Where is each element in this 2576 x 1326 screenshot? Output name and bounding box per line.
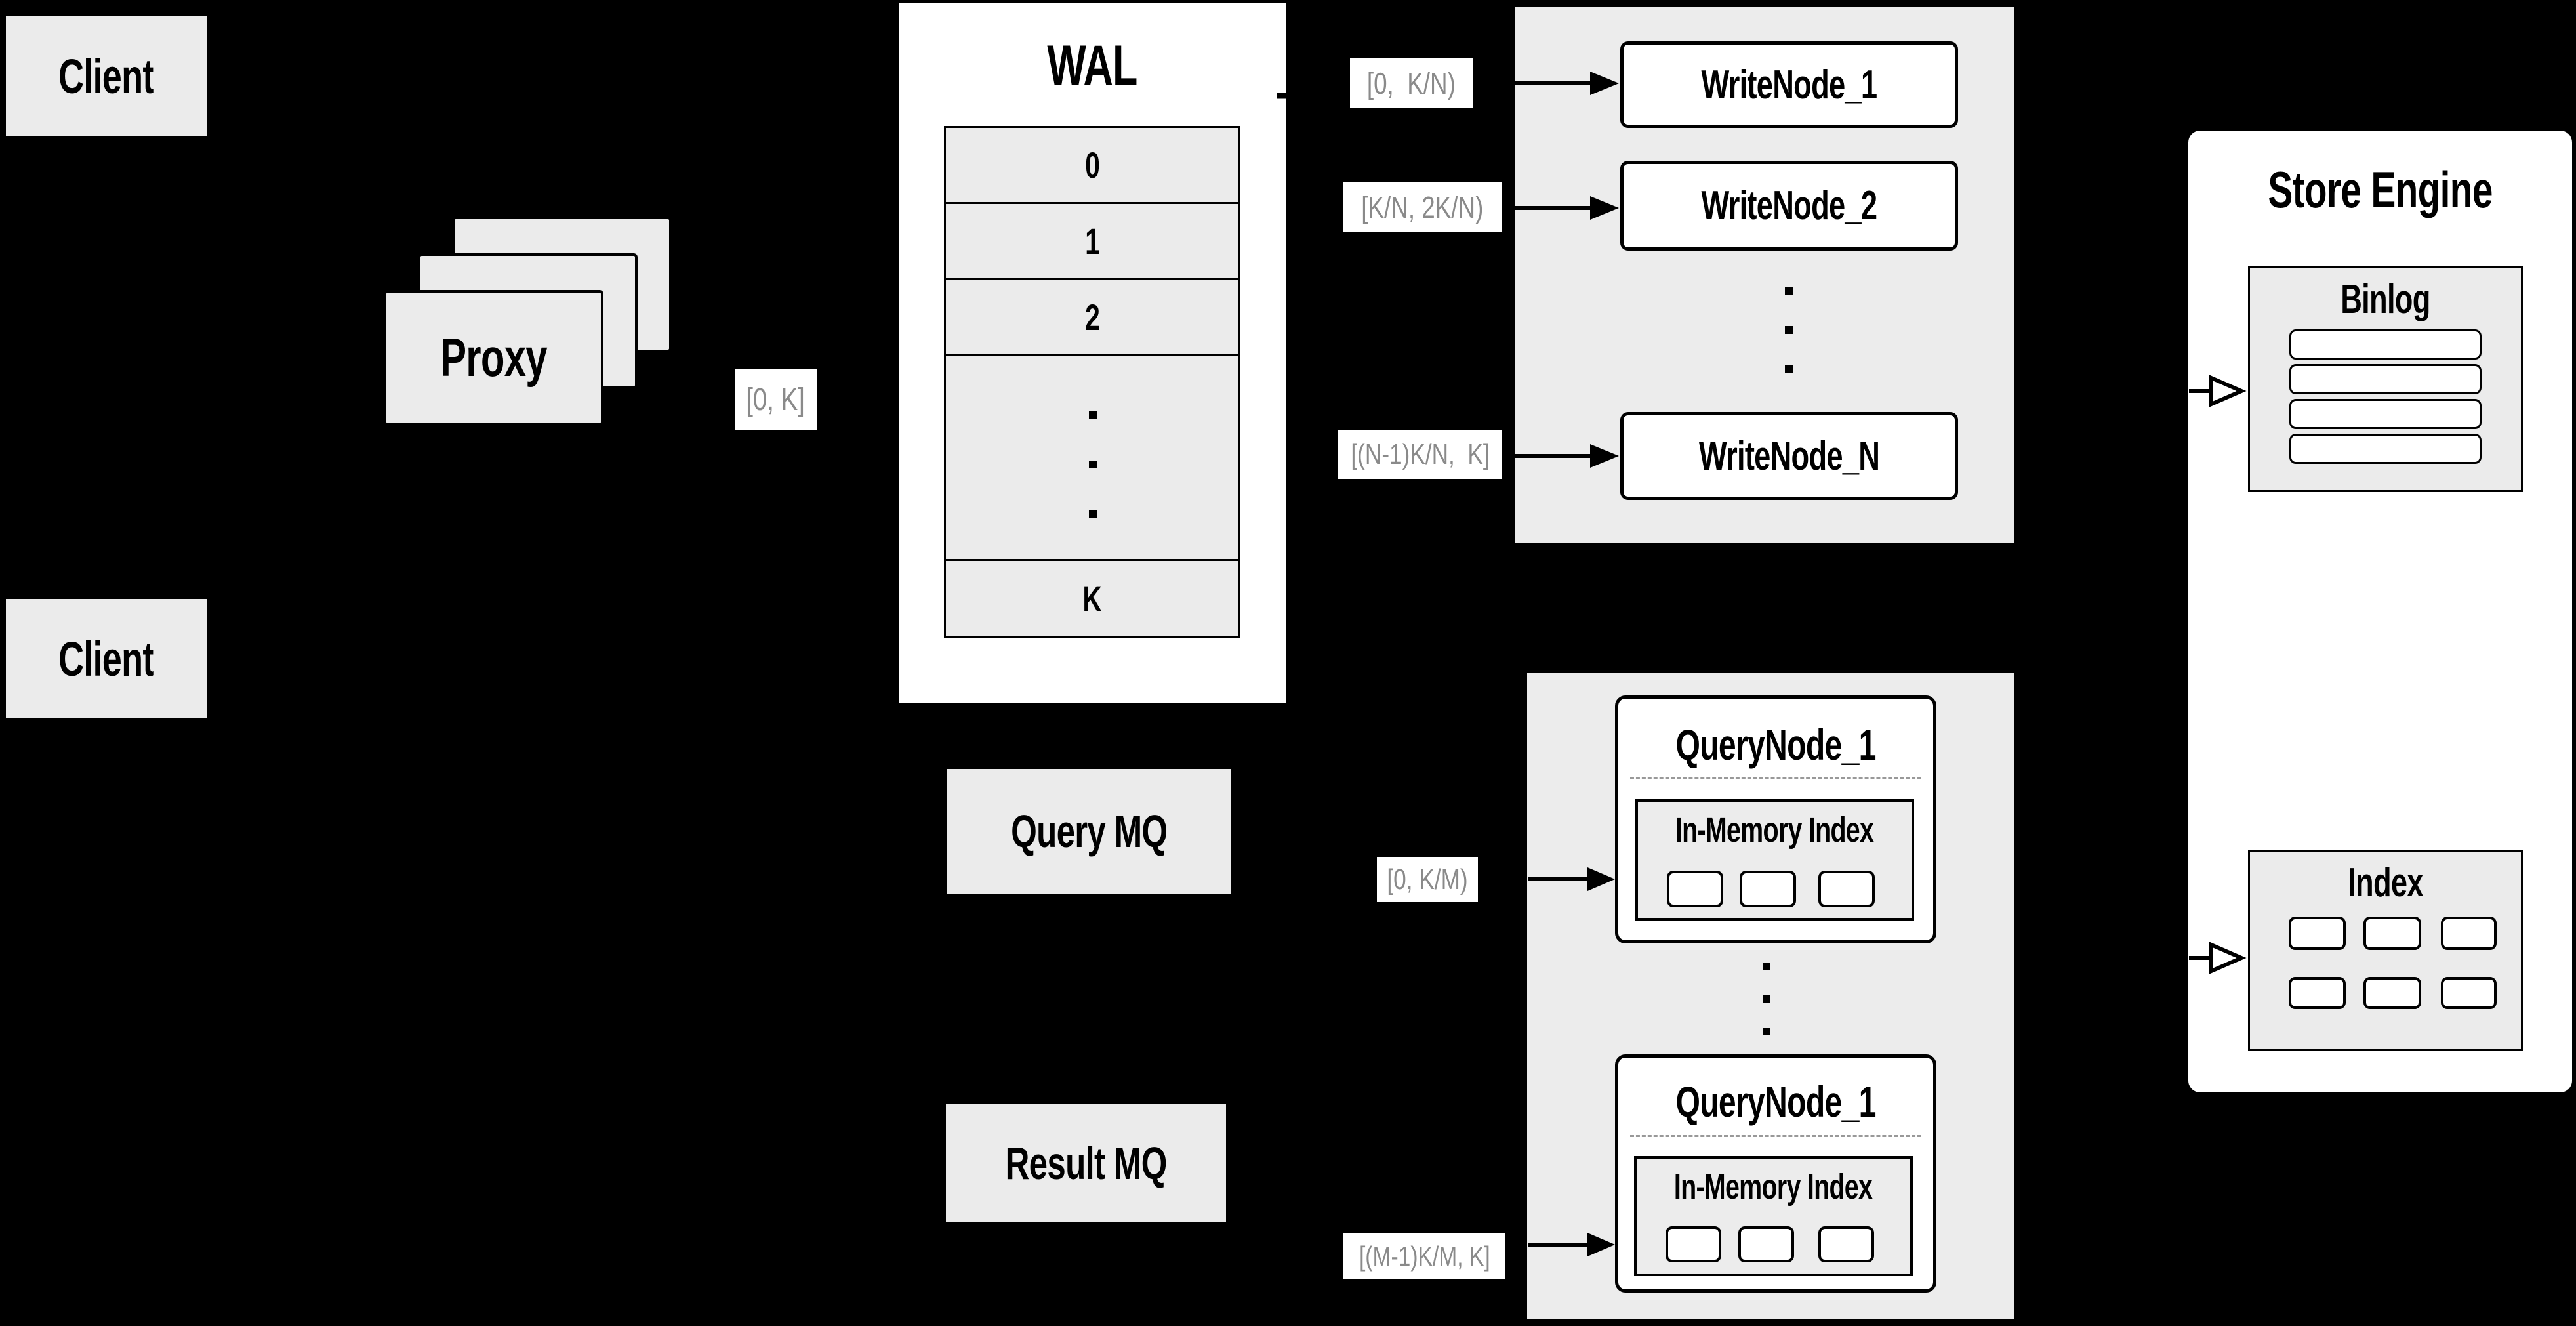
binlog-title: Binlog bbox=[2341, 277, 2430, 322]
query-mq-label: Query MQ bbox=[1011, 806, 1168, 857]
wal-segment-1: 1 bbox=[946, 202, 1238, 278]
wal-segment-0-label: 0 bbox=[1084, 144, 1100, 186]
in-memory-cell bbox=[1667, 871, 1723, 907]
wal-title-wrap: WAL bbox=[899, 30, 1286, 102]
write-node-n-box: WriteNode_N bbox=[1620, 412, 1958, 500]
range-label-write-2: [K/N, 2K/N) bbox=[1343, 182, 1502, 232]
range-label-query-m-text: [(M-1)K/M, K] bbox=[1359, 1241, 1490, 1272]
result-mq-label: Result MQ bbox=[1005, 1138, 1167, 1189]
proxy-box-front: Proxy bbox=[384, 290, 603, 426]
index-box: Index bbox=[2248, 850, 2523, 1051]
wal-dots-icon bbox=[1089, 411, 1097, 419]
range-label-write-2-text: [K/N, 2K/N) bbox=[1361, 190, 1484, 224]
wal-dots-icon bbox=[1089, 461, 1097, 468]
binlog-row bbox=[2289, 434, 2482, 464]
binlog-row bbox=[2289, 364, 2482, 394]
index-cell bbox=[2441, 917, 2497, 950]
range-label-write-1: [0, K/N) bbox=[1350, 58, 1473, 108]
in-memory-cell bbox=[1740, 871, 1796, 907]
arrow-to-query-node-2 bbox=[1528, 1233, 1615, 1256]
query-node-dots-icon bbox=[1763, 995, 1770, 1003]
wal-segment-k-label: K bbox=[1082, 578, 1103, 619]
arrow-to-binlog bbox=[2189, 375, 2247, 407]
client-bottom-label: Client bbox=[58, 631, 154, 686]
wal-segment-dots bbox=[946, 354, 1238, 559]
client-bottom-box: Client bbox=[6, 599, 207, 718]
client-top-box: Client bbox=[6, 16, 207, 136]
in-memory-index-2-title-wrap: In-Memory Index bbox=[1637, 1164, 1910, 1210]
wal-box: WAL 0 1 2 K bbox=[899, 3, 1286, 703]
result-mq-box: Result MQ bbox=[946, 1104, 1226, 1222]
index-cell bbox=[2441, 977, 2497, 1009]
query-node-2-box: QueryNode_1 In-Memory Index bbox=[1615, 1054, 1936, 1293]
write-node-n-label: WriteNode_N bbox=[1698, 433, 1880, 479]
query-node-2-separator bbox=[1630, 1135, 1921, 1137]
range-label-query-1: [0, K/M) bbox=[1377, 857, 1478, 902]
binlog-row bbox=[2289, 329, 2482, 360]
store-engine-title-wrap: Store Engine bbox=[2188, 157, 2572, 222]
in-memory-index-1-title: In-Memory Index bbox=[1675, 810, 1874, 850]
arrow-to-write-node-2 bbox=[1509, 196, 1619, 220]
in-memory-cell bbox=[1818, 871, 1875, 907]
range-label-query-1-text: [0, K/M) bbox=[1387, 863, 1468, 896]
write-node-2-label: WriteNode_2 bbox=[1701, 183, 1878, 228]
query-node-2-title: QueryNode_1 bbox=[1675, 1077, 1876, 1126]
range-label-write-n-text: [(N-1)K/N, K] bbox=[1351, 438, 1490, 470]
wal-table: 0 1 2 K bbox=[944, 126, 1240, 638]
index-title-wrap: Index bbox=[2250, 858, 2521, 907]
store-engine-box: Store Engine Binlog Index bbox=[2188, 131, 2572, 1092]
arrow-to-write-node-1 bbox=[1509, 72, 1619, 95]
in-memory-cell bbox=[1818, 1226, 1874, 1262]
write-node-dots-icon bbox=[1785, 326, 1793, 334]
arrow-to-query-node-1 bbox=[1528, 867, 1615, 891]
range-label-proxy-wal: [0, K] bbox=[735, 369, 817, 430]
in-memory-cell bbox=[1666, 1226, 1721, 1262]
query-node-dots-icon bbox=[1763, 1028, 1770, 1035]
query-node-dots-icon bbox=[1763, 963, 1770, 970]
binlog-title-wrap: Binlog bbox=[2250, 275, 2521, 324]
index-title: Index bbox=[2348, 860, 2423, 905]
in-memory-index-2-box: In-Memory Index bbox=[1634, 1156, 1913, 1276]
range-label-write-1-text: [0, K/N) bbox=[1367, 66, 1456, 100]
write-node-dots-icon bbox=[1785, 365, 1793, 373]
write-node-dots-icon bbox=[1785, 287, 1793, 295]
query-node-1-title: QueryNode_1 bbox=[1675, 720, 1876, 769]
range-label-write-n: [(N-1)K/N, K] bbox=[1338, 430, 1502, 479]
wal-segment-2: 2 bbox=[946, 278, 1238, 354]
index-cell bbox=[2289, 977, 2346, 1009]
query-node-1-separator bbox=[1630, 777, 1921, 779]
query-node-2-title-wrap: QueryNode_1 bbox=[1618, 1072, 1933, 1131]
query-node-1-title-wrap: QueryNode_1 bbox=[1618, 715, 1933, 774]
index-cell bbox=[2363, 917, 2421, 950]
arrow-to-write-node-n bbox=[1509, 444, 1619, 468]
wal-segment-1-label: 1 bbox=[1084, 220, 1100, 262]
range-label-query-m: [(M-1)K/M, K] bbox=[1343, 1233, 1505, 1279]
store-engine-title: Store Engine bbox=[2268, 160, 2493, 218]
in-memory-index-1-box: In-Memory Index bbox=[1635, 799, 1914, 921]
wal-title: WAL bbox=[1047, 33, 1137, 97]
wal-segment-2-label: 2 bbox=[1084, 296, 1100, 338]
in-memory-index-1-title-wrap: In-Memory Index bbox=[1638, 807, 1912, 853]
wal-segment-0: 0 bbox=[946, 128, 1238, 202]
write-node-2-box: WriteNode_2 bbox=[1620, 161, 1958, 251]
binlog-row bbox=[2289, 399, 2482, 429]
wal-dots-icon bbox=[1089, 510, 1097, 518]
arrow-to-index bbox=[2189, 942, 2247, 974]
in-memory-index-2-title: In-Memory Index bbox=[1674, 1167, 1873, 1207]
wal-segment-k: K bbox=[946, 559, 1238, 636]
index-cell bbox=[2289, 917, 2346, 950]
index-cell bbox=[2363, 977, 2421, 1009]
query-mq-box: Query MQ bbox=[947, 769, 1231, 894]
range-label-proxy-wal-text: [0, K] bbox=[746, 382, 806, 417]
client-top-label: Client bbox=[58, 49, 154, 104]
in-memory-cell bbox=[1738, 1226, 1794, 1262]
write-node-1-label: WriteNode_1 bbox=[1701, 62, 1878, 108]
query-node-1-box: QueryNode_1 In-Memory Index bbox=[1615, 695, 1936, 943]
binlog-box: Binlog bbox=[2248, 266, 2523, 492]
proxy-label: Proxy bbox=[440, 327, 547, 388]
write-node-1-box: WriteNode_1 bbox=[1620, 41, 1958, 128]
